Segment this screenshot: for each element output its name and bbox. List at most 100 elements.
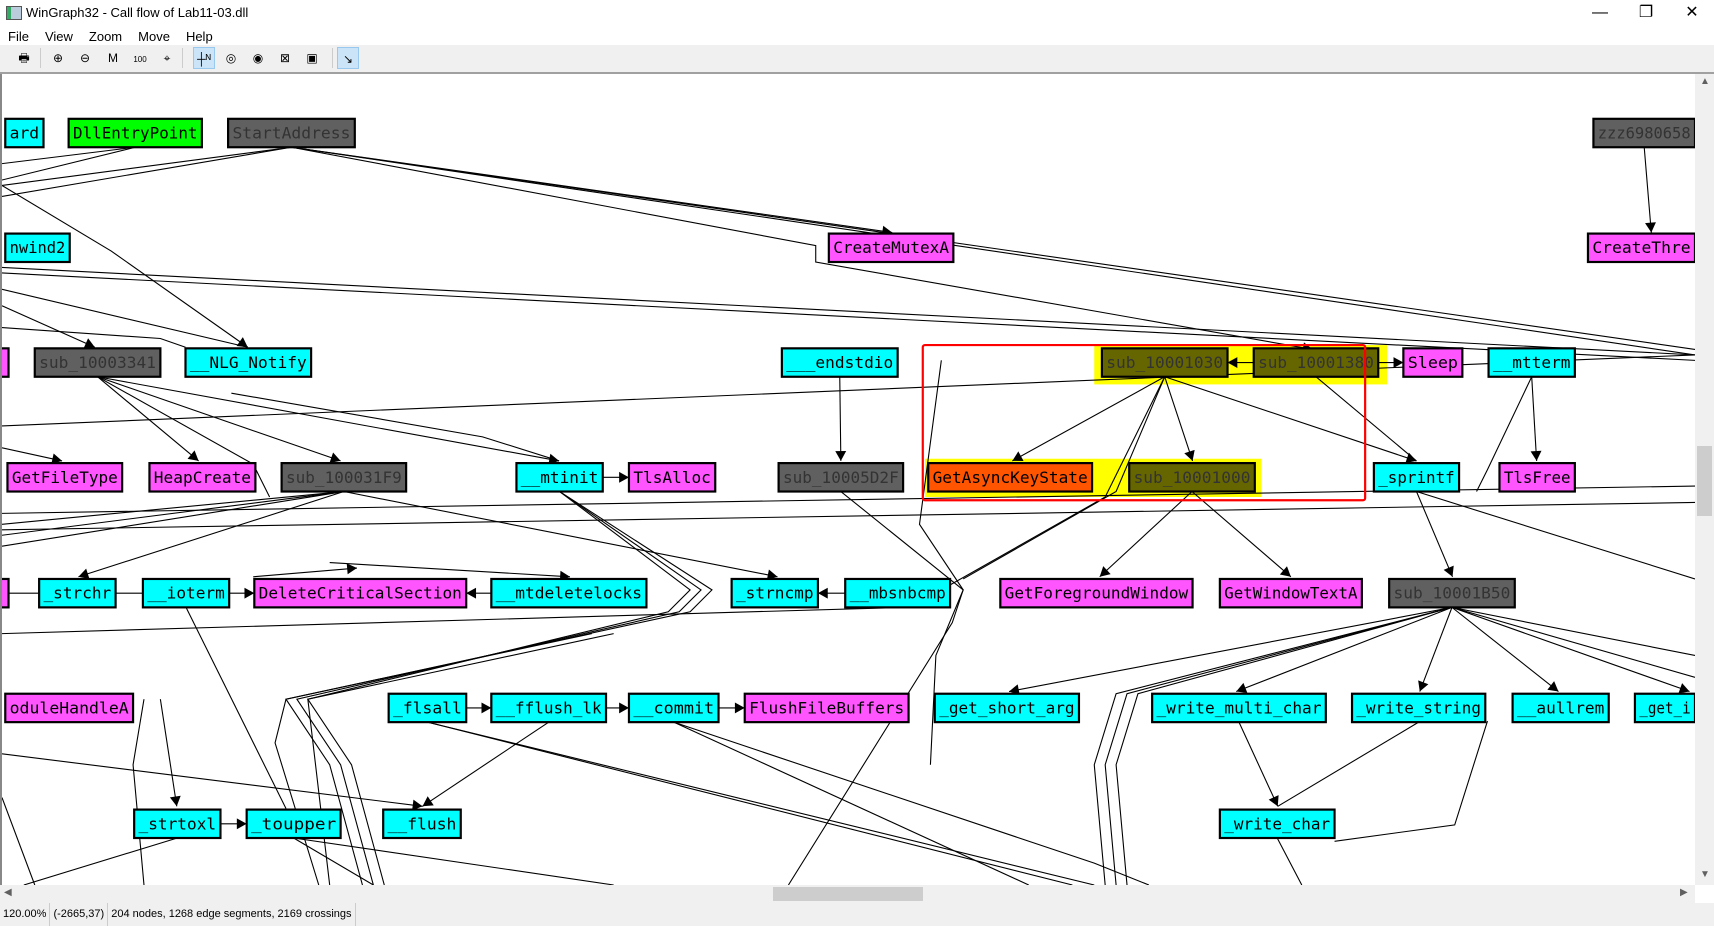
node-box[interactable] xyxy=(4,232,71,264)
node-box[interactable] xyxy=(133,808,222,840)
node-box[interactable] xyxy=(844,577,952,609)
close-button[interactable]: ✕ xyxy=(1685,4,1699,21)
graph-node[interactable]: __aullrem xyxy=(1511,692,1610,724)
node-box[interactable] xyxy=(245,808,342,840)
node-box[interactable] xyxy=(227,117,356,149)
node-box[interactable] xyxy=(730,577,820,609)
vertical-scroll-thumb[interactable] xyxy=(1697,446,1712,516)
graph-node[interactable]: _write_multi_char xyxy=(1151,692,1327,724)
graph-node[interactable]: GetForegroundWindow xyxy=(999,577,1194,609)
graph-node[interactable]: sub_100031F9 xyxy=(280,462,408,493)
graph-node[interactable]: GetWindowTextA xyxy=(1218,577,1363,609)
scroll-right-icon[interactable]: ▶ xyxy=(1680,887,1688,898)
node-box[interactable] xyxy=(4,692,135,724)
vertical-scrollbar[interactable]: ▲ ▼ xyxy=(1695,74,1714,885)
graph-node[interactable]: __mtdeletelocks xyxy=(490,577,648,609)
zoom-out-button[interactable]: ⊖ xyxy=(74,47,96,69)
node-box[interactable] xyxy=(33,347,162,378)
graph-node[interactable]: _sprintf xyxy=(1372,462,1461,493)
node-box[interactable] xyxy=(777,462,905,493)
node-box[interactable] xyxy=(627,692,720,724)
node-box[interactable] xyxy=(780,347,899,378)
graph-node[interactable]: __NLG_Notify xyxy=(184,347,313,378)
node-box[interactable] xyxy=(927,462,1094,493)
graph-node[interactable]: sub_10003341 xyxy=(33,347,162,378)
graph-node[interactable]: __mbsnbcmp xyxy=(844,577,952,609)
node-box[interactable] xyxy=(1633,692,1695,724)
scroll-up-icon[interactable]: ▲ xyxy=(1700,76,1710,87)
fisheye-button[interactable]: ◎ xyxy=(220,47,242,69)
graph-node[interactable]: GetAsyncKeyState xyxy=(927,462,1094,493)
graph-node[interactable]: __fflush_lk xyxy=(490,692,608,724)
node-box[interactable] xyxy=(1487,347,1576,378)
graph-node[interactable]: DllEntryPoint xyxy=(67,117,203,149)
graph-node[interactable]: StartAddress xyxy=(227,117,356,149)
graph-node[interactable]: CreateMutexA xyxy=(827,232,955,264)
node-box[interactable] xyxy=(1218,808,1336,840)
node-box[interactable] xyxy=(38,577,117,609)
node-box[interactable] xyxy=(490,692,608,724)
graph-node[interactable]: FlushFileBuffers xyxy=(743,692,910,724)
node-box[interactable] xyxy=(1511,692,1610,724)
node-box[interactable] xyxy=(1586,232,1695,264)
graph-node[interactable]: nwind2 xyxy=(4,232,71,264)
node-box[interactable] xyxy=(184,347,313,378)
graph-node[interactable]: CreateThre xyxy=(1586,232,1695,264)
fisheye-cartesian-green-button[interactable]: ▣ xyxy=(301,47,323,69)
call-graph[interactable]: ard DllEntryPoint StartAddress zzz6980658 nw… xyxy=(2,74,1695,885)
graph-node[interactable]: __mtinit xyxy=(515,462,604,493)
graph-node[interactable]: sub_10005D2F xyxy=(777,462,905,493)
node-box[interactable] xyxy=(1402,347,1464,378)
node-box[interactable] xyxy=(67,117,203,149)
node-box[interactable] xyxy=(4,117,45,149)
node-box[interactable] xyxy=(1388,577,1516,609)
graph-node[interactable]: _strtoxl xyxy=(133,808,222,840)
menu-file[interactable]: File xyxy=(8,29,29,44)
node-box[interactable] xyxy=(2,347,10,378)
graph-node[interactable]: HeapCreate xyxy=(148,462,257,493)
graph-node[interactable]: _write_string xyxy=(1350,692,1487,724)
graph-canvas[interactable]: ard DllEntryPoint StartAddress zzz6980658 nw… xyxy=(0,74,1695,885)
graph-node[interactable]: zzz6980658 xyxy=(1592,117,1695,149)
node-box[interactable] xyxy=(382,808,462,840)
node-box[interactable] xyxy=(933,692,1081,724)
menu-view[interactable]: View xyxy=(44,29,73,44)
node-box[interactable] xyxy=(515,462,604,493)
zoom-in-button[interactable]: ⊕ xyxy=(47,47,69,69)
graph-node[interactable]: _get_short_arg xyxy=(933,692,1081,724)
node-box[interactable] xyxy=(1498,462,1576,493)
graph-node[interactable] xyxy=(2,347,10,378)
node-box[interactable] xyxy=(1372,462,1461,493)
fisheye-cartesian-button[interactable]: ⊠ xyxy=(274,47,296,69)
restore-button[interactable]: ❐ xyxy=(1638,4,1654,21)
graph-node[interactable]: GetFileType xyxy=(6,462,124,493)
menu-move[interactable]: Move xyxy=(138,29,170,44)
node-box[interactable] xyxy=(627,462,717,493)
graph-node[interactable]: oduleHandleA xyxy=(4,692,135,724)
node-box[interactable] xyxy=(490,577,648,609)
graph-node[interactable]: sub_10001000 xyxy=(1128,462,1256,493)
graph-node[interactable]: _strchr xyxy=(38,577,117,609)
fisheye-green-button[interactable]: ◉ xyxy=(247,47,269,69)
zoom-100-button[interactable]: 100 xyxy=(129,47,151,69)
node-box[interactable] xyxy=(6,462,124,493)
horizontal-scrollbar[interactable]: ◀ ▶ xyxy=(0,885,1695,903)
graph-node[interactable]: ard xyxy=(4,117,45,149)
node-box[interactable] xyxy=(141,577,231,609)
minimize-button[interactable]: — xyxy=(1592,4,1608,21)
node-box[interactable] xyxy=(387,692,468,724)
node-box[interactable] xyxy=(253,577,468,609)
menu-zoom[interactable]: Zoom xyxy=(88,29,123,44)
graph-node[interactable]: _toupper xyxy=(245,808,342,840)
node-box[interactable] xyxy=(1151,692,1327,724)
node-box[interactable] xyxy=(1592,117,1695,149)
center-button[interactable]: ⌖ xyxy=(156,47,178,69)
node-box[interactable] xyxy=(1252,347,1380,378)
node-box[interactable] xyxy=(999,577,1194,609)
graph-node[interactable]: ___endstdio xyxy=(780,347,899,378)
print-button[interactable]: 🖶 xyxy=(13,47,35,69)
node-box[interactable] xyxy=(2,577,10,609)
graph-node[interactable]: __flush xyxy=(382,808,462,840)
node-box[interactable] xyxy=(1350,692,1487,724)
graph-node[interactable]: _write_char xyxy=(1218,808,1336,840)
